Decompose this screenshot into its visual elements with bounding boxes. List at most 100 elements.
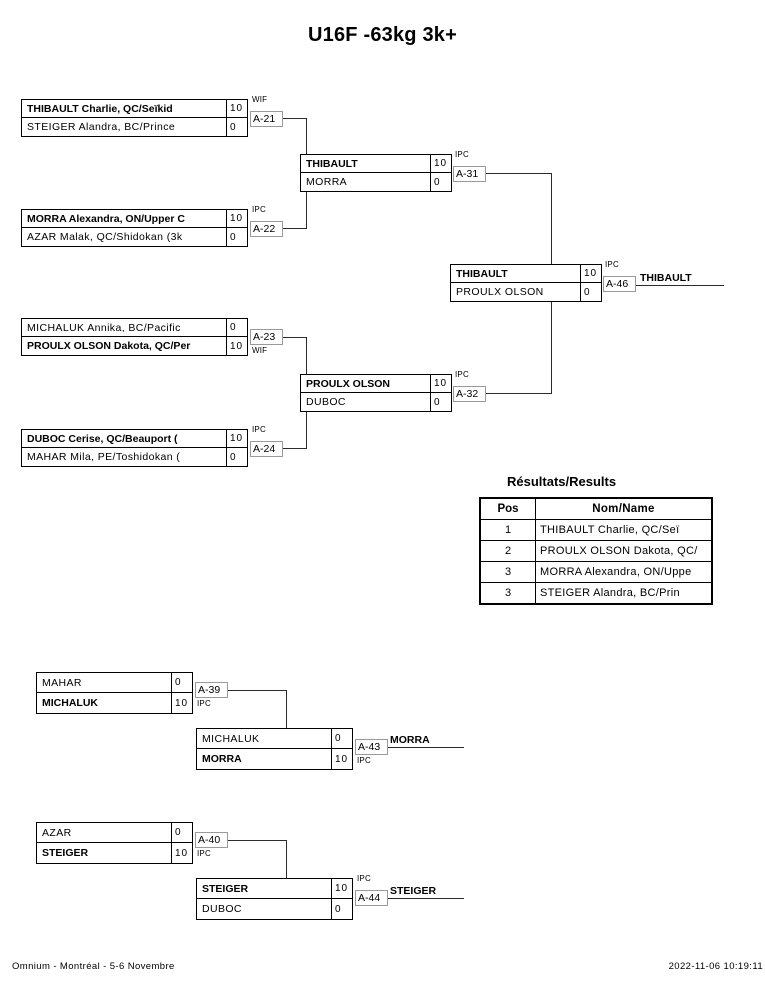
final-winner-label: THIBAULT [640,272,692,284]
competitor-score: 10 [580,265,601,282]
competitor-name: STEIGER [202,882,249,895]
footer-timestamp: 2022-11-06 10:19:11 [668,961,763,972]
competitor-name: MICHALUK [202,732,260,745]
connector-line [486,393,552,395]
match-slot-top: MICHALUK Annika, BC/Pacific 0 [22,319,247,337]
competitor-score: 0 [226,319,247,336]
competitor-name: MICHALUK Annika, BC/Pacific [27,321,181,334]
competitor-name: MORRA Alexandra, ON/Upper C [27,212,185,225]
competitor-name: THIBAULT [456,267,508,280]
match-box-a44[interactable]: STEIGER 10 DUBOC 0 [196,878,353,920]
competitor-name: STEIGER [42,847,89,859]
match-code-a44[interactable]: A-44 [355,890,388,906]
results-title: Résultats/Results [507,474,617,489]
table-row: 3 STEIGER Alandra, BC/Prin [480,582,712,604]
match-tag: WIF [252,346,268,355]
connector-line [388,898,464,900]
competitor-score: 0 [226,448,247,466]
match-slot-bottom: MICHALUK 10 [37,693,192,713]
match-code-a22[interactable]: A-22 [250,221,283,237]
competitor-name: DUBOC [306,396,346,408]
competitor-name: PROULX OLSON [456,286,544,298]
result-position: 3 [480,582,536,604]
match-box-a40[interactable]: AZAR 0 STEIGER 10 [36,822,193,864]
match-slot-top: THIBAULT 10 [451,265,601,283]
match-slot-top: THIBAULT Charlie, QC/Seïkid 10 [22,100,247,118]
match-slot-top: DUBOC Cerise, QC/Beauport ( 10 [22,430,247,448]
match-code-a23[interactable]: A-23 [250,329,283,345]
match-slot-bottom: DUBOC 0 [197,899,352,919]
competitor-score: 0 [430,173,451,191]
competitor-score: 10 [430,375,451,392]
match-tag: IPC [455,370,469,379]
match-box-a31[interactable]: THIBAULT 10 MORRA 0 [300,154,452,192]
competitor-name: DUBOC [202,903,242,915]
match-box-a39[interactable]: MAHAR 0 MICHALUK 10 [36,672,193,714]
competitor-score: 0 [430,393,451,411]
match-slot-bottom: STEIGER Alandra, BC/Prince 0 [22,118,247,136]
connector-line [636,285,724,287]
match-code-a32[interactable]: A-32 [453,386,486,402]
competitor-score: 0 [171,673,192,692]
match-box-a22[interactable]: MORRA Alexandra, ON/Upper C 10 AZAR Mala… [21,209,248,247]
match-tag: IPC [455,150,469,159]
competitor-name: PROULX OLSON [306,377,391,390]
match-code-a40[interactable]: A-40 [195,832,228,848]
competitor-score: 10 [331,749,352,769]
table-row: 1 THIBAULT Charlie, QC/Seï [480,519,712,541]
match-slot-top: AZAR 0 [37,823,192,843]
match-code-a46[interactable]: A-46 [603,276,636,292]
connector-line [228,690,287,692]
connector-line [388,747,464,749]
connector-line [486,173,552,175]
connector-line [228,840,287,842]
match-slot-top: THIBAULT 10 [301,155,451,173]
match-box-a23[interactable]: MICHALUK Annika, BC/Pacific 0 PROULX OLS… [21,318,248,356]
results-col-pos: Pos [480,498,536,520]
match-box-a32[interactable]: PROULX OLSON 10 DUBOC 0 [300,374,452,412]
competitor-name: THIBAULT Charlie, QC/Seïkid [27,102,173,115]
match-slot-bottom: MORRA 0 [301,173,451,191]
connector-line [283,118,307,120]
competitor-score: 10 [171,693,192,713]
match-slot-top: PROULX OLSON 10 [301,375,451,393]
match-code-a43[interactable]: A-43 [355,739,388,755]
competitor-name: MAHAR [42,676,82,689]
competitor-score: 0 [226,228,247,246]
competitor-score: 0 [580,283,601,301]
connector-line [286,840,288,899]
match-box-a21[interactable]: THIBAULT Charlie, QC/Seïkid 10 STEIGER A… [21,99,248,137]
result-name: STEIGER Alandra, BC/Prin [535,582,712,604]
competitor-name: PROULX OLSON Dakota, QC/Per [27,340,191,352]
footer-event: Omnium - Montréal - 5-6 Novembre [12,961,175,972]
competitor-name: MORRA [306,176,348,188]
competitor-name: THIBAULT [306,157,358,170]
competitor-score: 0 [171,823,192,842]
repechage-winner-label: STEIGER [390,885,437,897]
match-code-a24[interactable]: A-24 [250,441,283,457]
page-title: U16F -63kg 3k+ [308,24,457,46]
results-header-row: Pos Nom/Name [480,498,712,520]
result-position: 3 [480,561,536,583]
connector-line [283,228,307,230]
match-box-a43[interactable]: MICHALUK 0 MORRA 10 [196,728,353,770]
match-slot-bottom: MAHAR Mila, PE/Toshidokan ( 0 [22,448,247,466]
match-tag: IPC [197,849,211,858]
match-slot-bottom: PROULX OLSON 0 [451,283,601,301]
match-box-a46[interactable]: THIBAULT 10 PROULX OLSON 0 [450,264,602,302]
match-box-a24[interactable]: DUBOC Cerise, QC/Beauport ( 10 MAHAR Mil… [21,429,248,467]
match-slot-bottom: PROULX OLSON Dakota, QC/Per 10 [22,337,247,355]
competitor-score: 10 [226,100,247,117]
competitor-score: 0 [226,118,247,136]
match-code-a21[interactable]: A-21 [250,111,283,127]
match-code-a31[interactable]: A-31 [453,166,486,182]
match-slot-top: MAHAR 0 [37,673,192,693]
competitor-score: 10 [331,879,352,898]
match-slot-top: STEIGER 10 [197,879,352,899]
match-tag: WIF [252,95,268,104]
competitor-name: MORRA [202,753,242,765]
competitor-name: DUBOC Cerise, QC/Beauport ( [27,432,178,445]
competitor-name: AZAR [42,826,72,839]
competitor-score: 0 [331,899,352,919]
match-code-a39[interactable]: A-39 [195,682,228,698]
